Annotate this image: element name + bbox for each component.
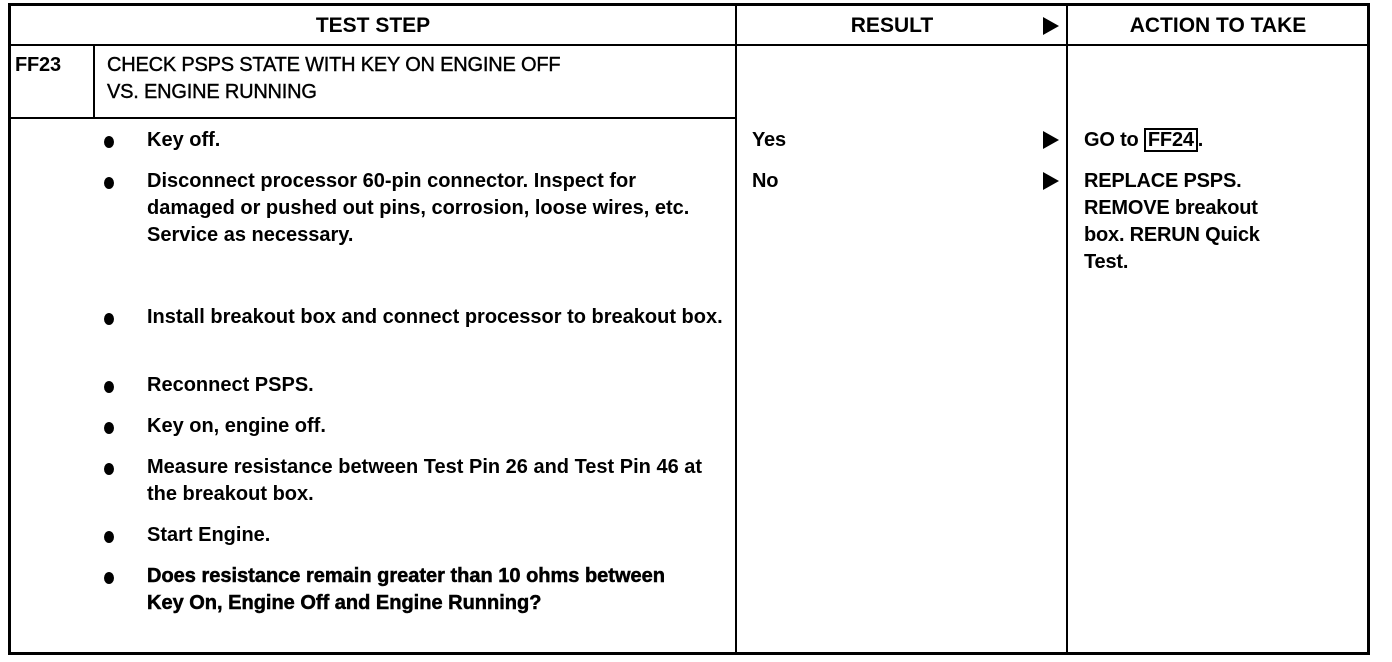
bullet-icon (104, 177, 114, 189)
step-item: Reconnect PSPS. (147, 374, 314, 396)
bullet-icon (104, 381, 114, 393)
step-item: Key off. (147, 129, 221, 151)
step-title: CHECK PSPS STATE WITH KEY ON ENGINE OFF … (107, 52, 561, 106)
action-no: REPLACE PSPS. REMOVE breakout box. RERUN… (1084, 170, 1260, 273)
column-divider (735, 6, 737, 652)
step-reference-ff24[interactable]: FF24 (1143, 128, 1198, 152)
action-text: . (1197, 129, 1204, 151)
step-title-line: CHECK PSPS STATE WITH KEY ON ENGINE OFF (107, 54, 561, 76)
step-question: Does resistance remain greater than 10 o… (147, 565, 665, 615)
step-title-line: VS. ENGINE RUNNING (107, 81, 317, 103)
bullet-icon (104, 313, 114, 325)
action-yes: GO to FF24. (1084, 127, 1203, 154)
bullet-icon (104, 463, 114, 475)
step-item: Disconnect processor 60-pin connector. I… (147, 170, 690, 246)
arrow-icon (1043, 17, 1059, 35)
step-id: FF23 (15, 54, 61, 76)
header-divider (11, 44, 1367, 46)
step-item: Start Engine. (147, 524, 271, 546)
title-divider (11, 117, 737, 119)
arrow-icon (1043, 131, 1059, 149)
action-text: GO to (1084, 129, 1144, 151)
result-yes: Yes (752, 129, 786, 151)
header-result: RESULT (850, 14, 934, 37)
id-divider (93, 44, 95, 118)
column-divider (1066, 6, 1068, 652)
step-item: Measure resistance between Test Pin 26 a… (147, 456, 703, 505)
bullet-icon (104, 572, 114, 584)
header-action: ACTION TO TAKE (1129, 14, 1307, 37)
header-test-step: TEST STEP (315, 14, 431, 37)
arrow-icon (1043, 172, 1059, 190)
bullet-icon (104, 422, 114, 434)
step-item: Key on, engine off. (147, 415, 326, 437)
step-item: Install breakout box and connect process… (147, 306, 723, 328)
bullet-icon (104, 136, 114, 148)
result-no: No (752, 170, 779, 192)
bullet-icon (104, 531, 114, 543)
test-step-table: TEST STEP RESULT ACTION TO TAKE FF23 CHE… (8, 3, 1370, 655)
